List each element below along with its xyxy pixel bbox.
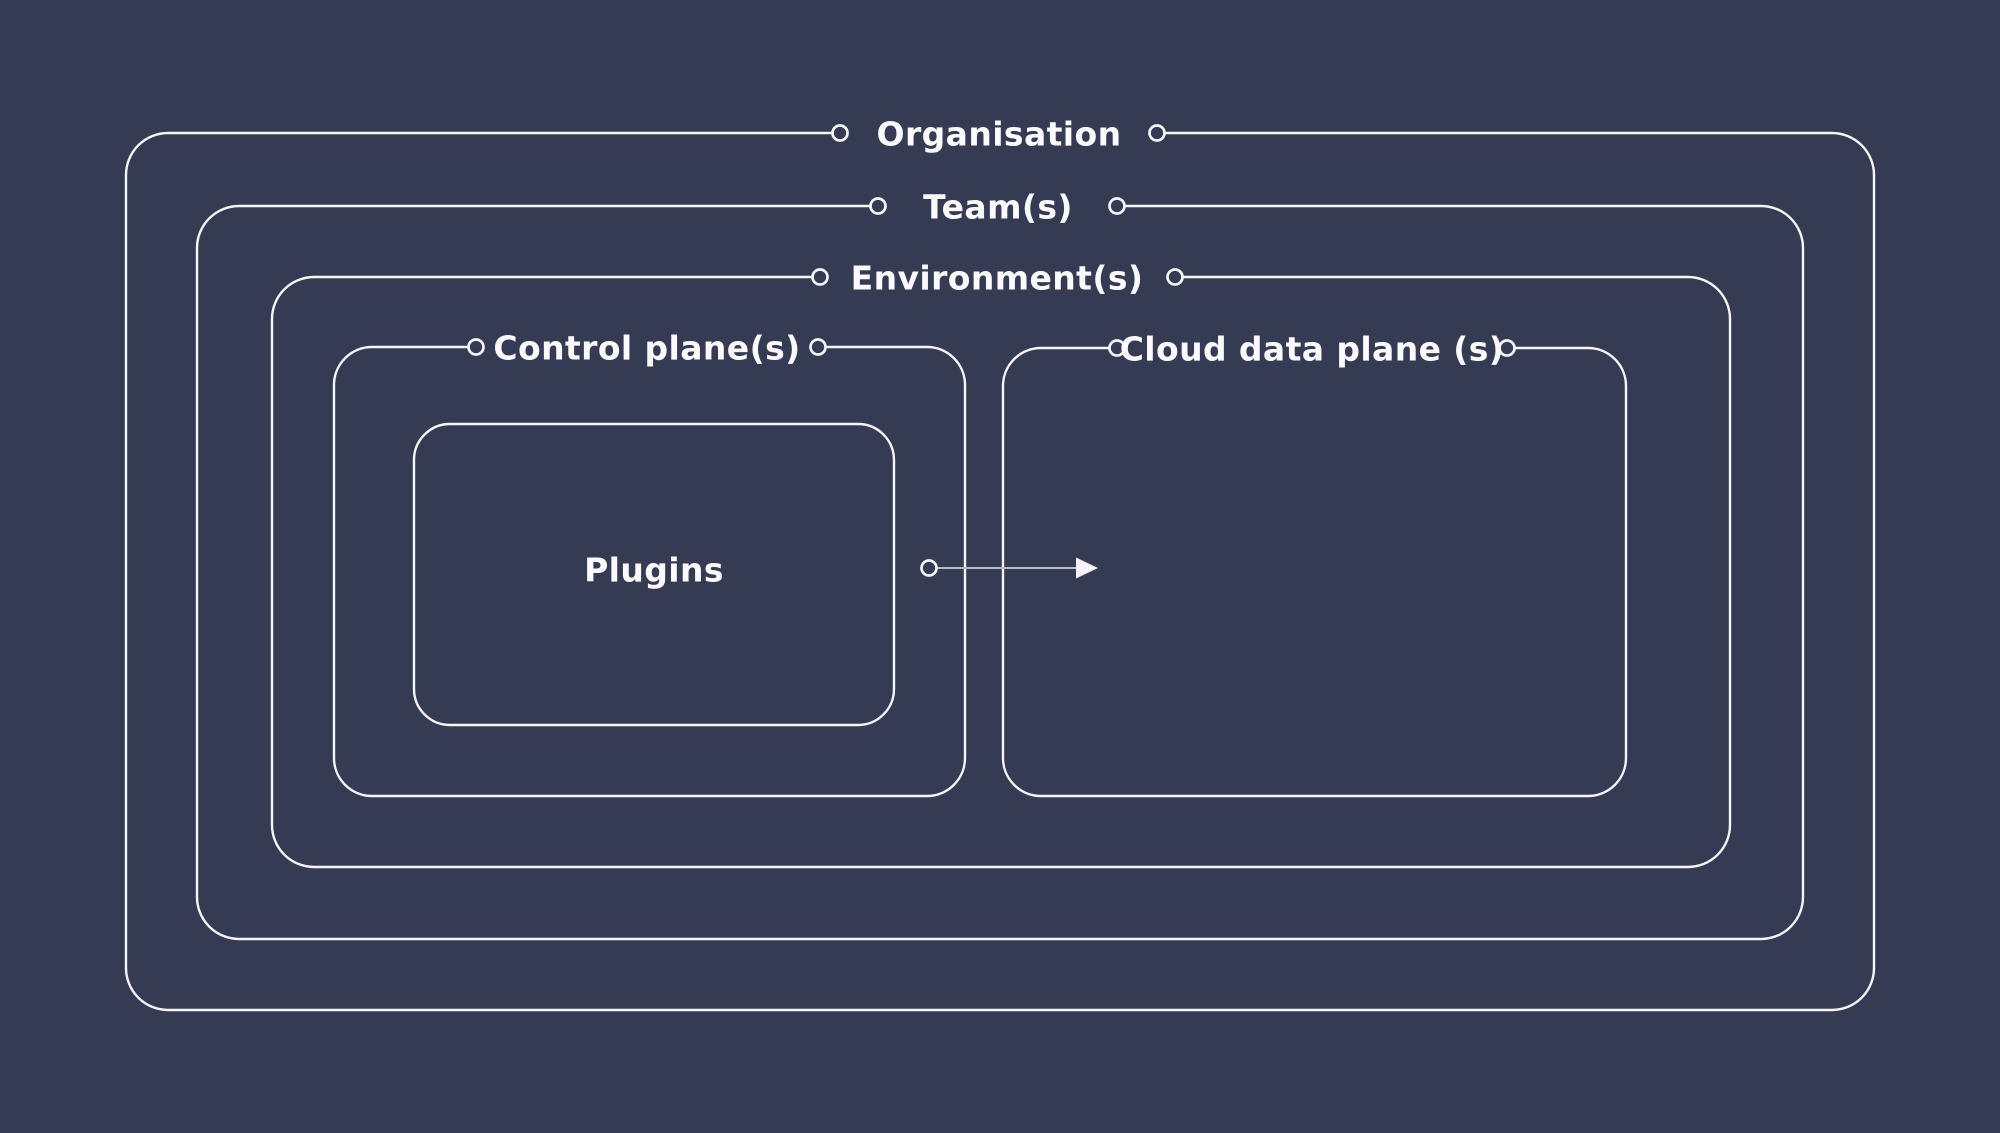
cloud-data-plane-label-gap — [1119, 340, 1505, 356]
plugins-label: Plugins — [584, 551, 724, 590]
connector-dot-icon — [920, 559, 938, 577]
environment-label: Environment(s) — [851, 259, 1144, 298]
cloud-data-plane-box: Cloud data plane (s) — [1001, 330, 1628, 798]
environment-label-gap — [822, 269, 1173, 285]
arrow-head-icon — [1076, 557, 1098, 579]
connector-dot-icon — [831, 124, 849, 142]
control-plane-box: Control plane(s) — [332, 329, 967, 798]
connector-dot-icon — [1108, 339, 1126, 357]
plugins-box: Plugins — [412, 422, 896, 727]
organisation-label: Organisation — [877, 115, 1122, 154]
team-ring: Team(s) — [195, 188, 1805, 941]
connector-dot-icon — [1108, 197, 1126, 215]
plugins-boundary — [412, 422, 896, 727]
organisation-label-gap — [842, 125, 1155, 141]
control-plane-label-gap — [478, 339, 816, 355]
connector-dot-icon — [1148, 124, 1166, 142]
team-boundary — [195, 204, 1805, 941]
organisation-ring: Organisation — [124, 115, 1876, 1012]
connector-dot-icon — [811, 268, 829, 286]
control-plane-label: Control plane(s) — [493, 329, 800, 368]
team-label: Team(s) — [923, 188, 1073, 227]
connector-dot-icon — [809, 338, 827, 356]
connector-dot-icon — [1498, 339, 1516, 357]
connector-dot-icon — [869, 197, 887, 215]
plugins-to-cloud-arrow — [920, 557, 1098, 579]
environment-ring: Environment(s) — [270, 259, 1732, 869]
team-label-gap — [880, 198, 1115, 214]
cloud-data-plane-boundary — [1001, 346, 1628, 798]
environment-boundary — [270, 275, 1732, 869]
connector-dot-icon — [1166, 268, 1184, 286]
cloud-data-plane-label: Cloud data plane (s) — [1120, 330, 1505, 369]
connector-dot-icon — [467, 338, 485, 356]
